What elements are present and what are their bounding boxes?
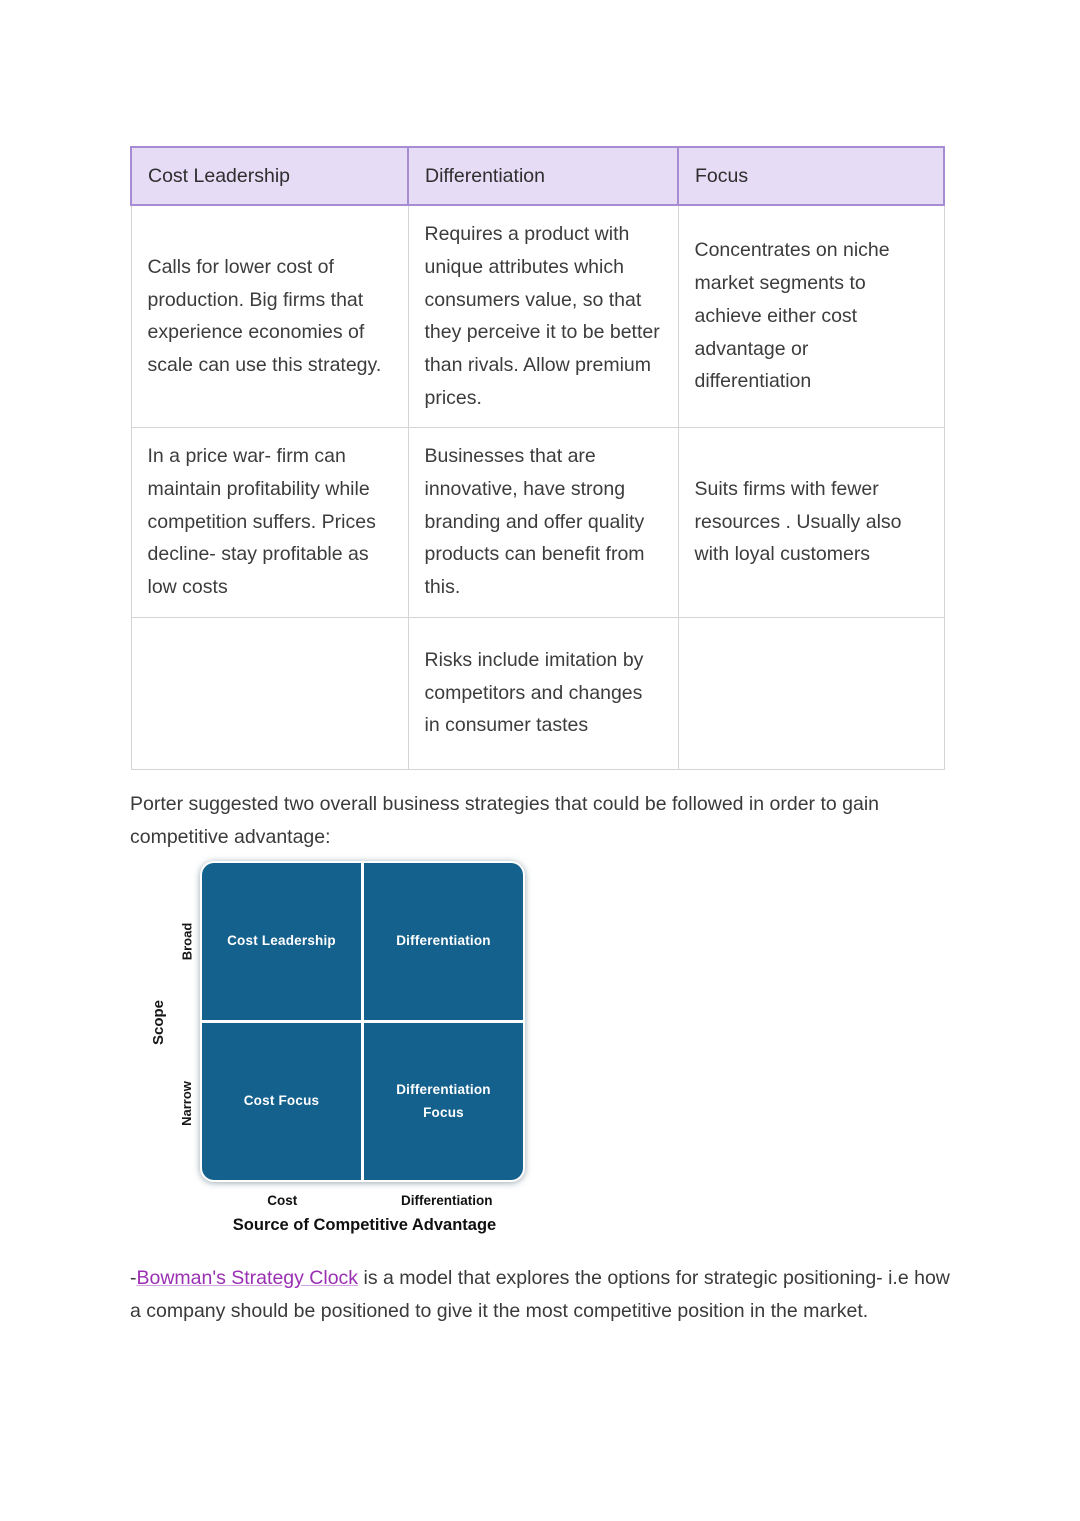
bowman-paragraph: -Bowman's Strategy Clock is a model that… bbox=[130, 1262, 965, 1328]
x-axis-ticks: Cost Differentiation bbox=[200, 1193, 529, 1208]
cell-differentiation-2: Businesses that are innovative, have str… bbox=[407, 426, 679, 618]
column-header-cost-leadership: Cost Leadership bbox=[130, 146, 409, 206]
cell-focus-3 bbox=[677, 616, 945, 770]
column-header-differentiation: Differentiation bbox=[407, 146, 679, 206]
cell-focus-1: Concentrates on niche market segments to… bbox=[677, 204, 945, 428]
y-tick-narrow: Narrow bbox=[179, 1080, 195, 1126]
cell-cost-leadership-3 bbox=[130, 616, 409, 770]
y-axis-title: Scope bbox=[149, 999, 167, 1046]
cell-focus-2: Suits firms with fewer resources . Usual… bbox=[677, 426, 945, 618]
quadrant-cost-leadership: Cost Leadership bbox=[202, 863, 361, 1020]
cell-differentiation-3: Risks include imitation by competitors a… bbox=[407, 616, 679, 770]
porter-strategies-table: Cost Leadership Differentiation Focus Ca… bbox=[130, 146, 945, 770]
matrix-grid: Cost Leadership Differentiation Cost Foc… bbox=[200, 861, 525, 1182]
table-row: In a price war- firm can maintain profit… bbox=[130, 426, 945, 618]
cell-differentiation-1: Requires a product with unique attribute… bbox=[407, 204, 679, 428]
bowman-strategy-clock-link[interactable]: Bowman's Strategy Clock bbox=[136, 1267, 359, 1289]
x-axis-title: Source of Competitive Advantage bbox=[232, 1216, 497, 1234]
quadrant-differentiation-focus: Differentiation Focus bbox=[364, 1023, 523, 1180]
dash-prefix: - bbox=[130, 1267, 137, 1289]
column-header-focus: Focus bbox=[677, 146, 945, 206]
bowman-paragraph-text: is a model that explores the options for… bbox=[130, 1267, 950, 1323]
quadrant-cost-focus: Cost Focus bbox=[202, 1023, 361, 1180]
matrix-plot-area: Scope Broad Narrow Cost Leadership Diffe… bbox=[143, 861, 529, 1184]
quadrant-differentiation: Differentiation bbox=[364, 863, 523, 1020]
y-axis-title-area: Scope bbox=[143, 861, 173, 1184]
cell-cost-leadership-1: Calls for lower cost of production. Big … bbox=[130, 204, 409, 428]
x-tick-cost: Cost bbox=[267, 1193, 298, 1208]
table-row: Risks include imitation by competitors a… bbox=[130, 616, 945, 770]
cell-cost-leadership-2: In a price war- firm can maintain profit… bbox=[130, 426, 409, 618]
table-header-row: Cost Leadership Differentiation Focus bbox=[130, 146, 945, 206]
x-tick-differentiation: Differentiation bbox=[400, 1193, 493, 1208]
porter-intro-paragraph: Porter suggested two overall business st… bbox=[130, 793, 880, 849]
porter-matrix-figure[interactable]: Scope Broad Narrow Cost Leadership Diffe… bbox=[143, 861, 529, 1235]
table-row: Calls for lower cost of production. Big … bbox=[130, 204, 945, 428]
y-tick-broad: Broad bbox=[179, 922, 194, 961]
y-axis-ticks: Broad Narrow bbox=[173, 861, 200, 1184]
